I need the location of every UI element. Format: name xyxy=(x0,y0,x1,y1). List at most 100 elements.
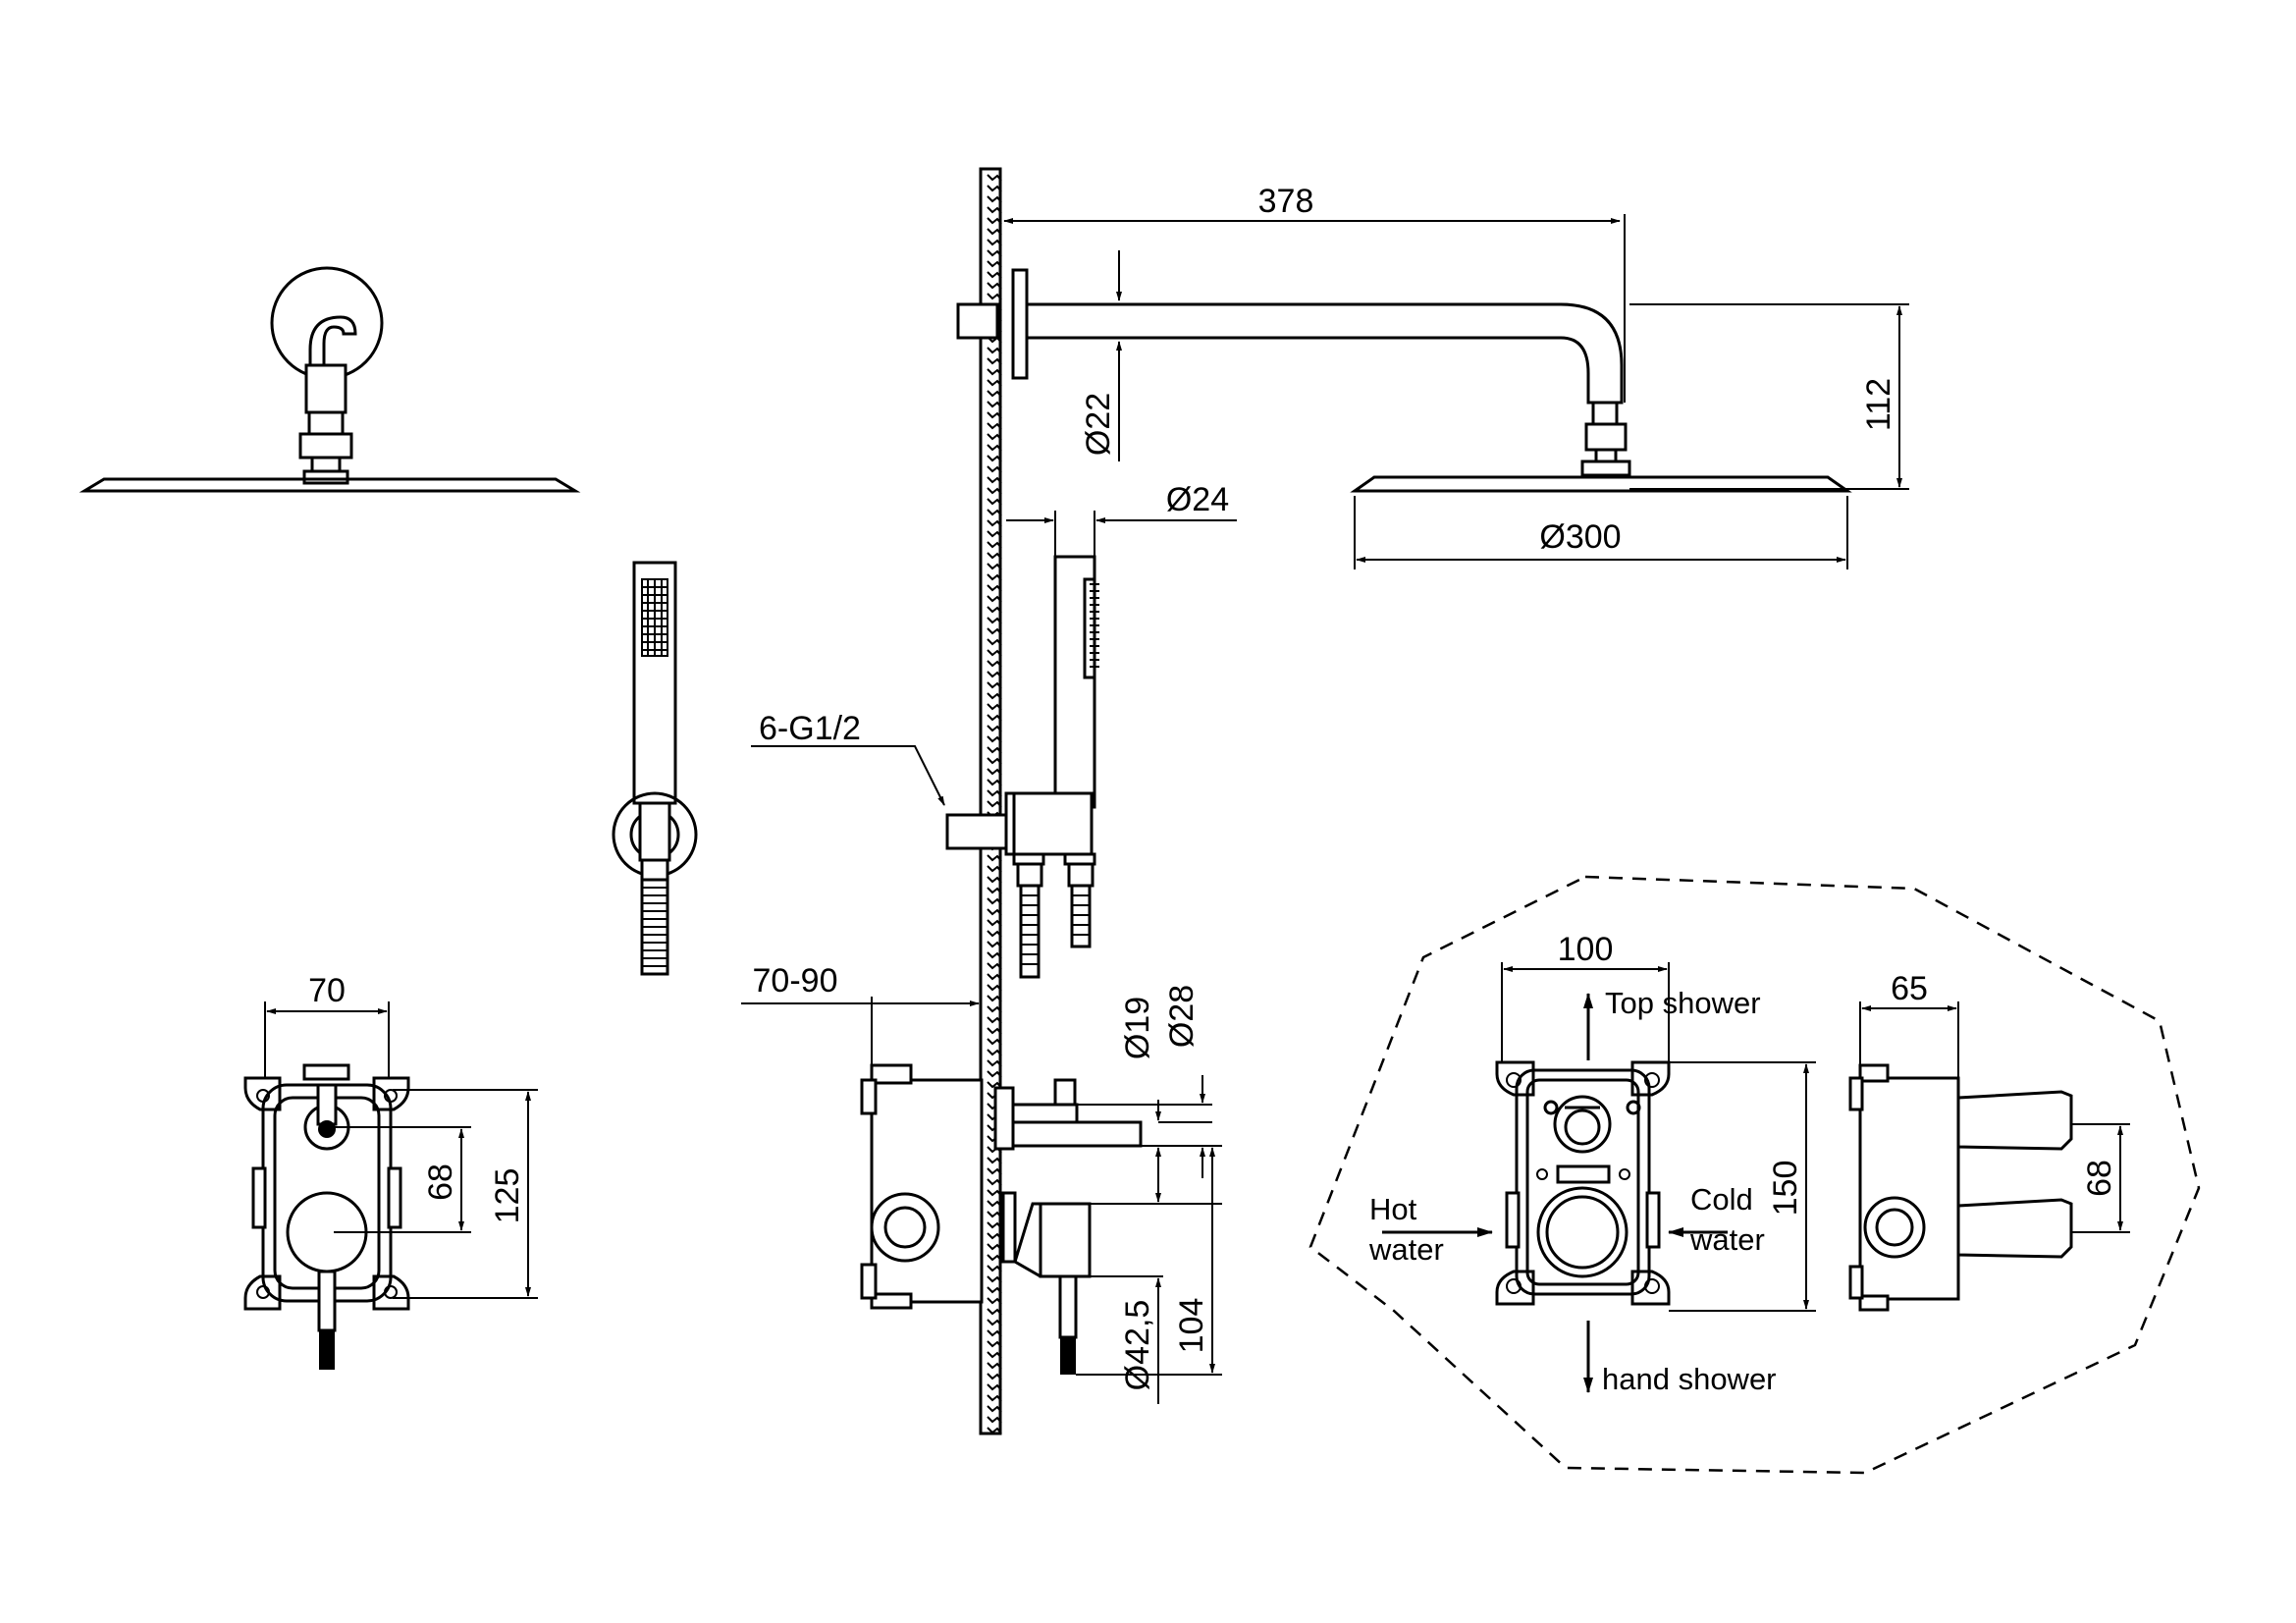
wall-hatch-mark xyxy=(987,249,1002,257)
wall-hatch-mark xyxy=(987,1297,1002,1305)
wall-hatch-mark xyxy=(987,1373,1002,1380)
wall-hatch-mark xyxy=(987,660,1002,668)
wall-hatch-mark xyxy=(987,1005,1002,1013)
wall-hatch-mark xyxy=(987,897,1002,905)
wall-hatch-mark xyxy=(987,1427,1002,1434)
wall-hatch-mark xyxy=(987,1016,1002,1024)
wall-hatch-mark xyxy=(987,800,1002,808)
wall-hatch-mark xyxy=(987,617,1002,624)
wall-hatch-mark xyxy=(987,455,1002,462)
wall-hatch-mark xyxy=(987,757,1002,765)
wall-hatch-mark xyxy=(987,347,1002,354)
wall-section xyxy=(979,167,1002,1435)
wall-hatch-mark xyxy=(987,422,1002,430)
wall-hatch-mark xyxy=(987,1178,1002,1186)
wall-hatch-mark xyxy=(987,865,1002,873)
dim-378: 378 xyxy=(1258,183,1314,220)
wall-hatch-mark xyxy=(987,1308,1002,1316)
wall-hatch-mark xyxy=(987,1275,1002,1283)
wall-hatch-mark xyxy=(987,444,1002,452)
wall-hatch-mark xyxy=(987,271,1002,279)
wall-hatch-mark xyxy=(987,1405,1002,1413)
wall-hatch-mark xyxy=(987,541,1002,549)
dimension-labels: 378 112 Ø22 Ø24 Ø300 6-G1/2 70-90 Ø19 Ø2… xyxy=(308,183,2118,1390)
wall-hatch-mark xyxy=(987,1200,1002,1208)
dim-holder-diameter: Ø24 xyxy=(1166,481,1229,518)
wall-hatch-mark xyxy=(987,649,1002,657)
dim-box-height-front: 125 xyxy=(489,1168,526,1224)
wall-hatch-mark xyxy=(987,433,1002,441)
wall-hatch-mark xyxy=(987,714,1002,722)
detail-region xyxy=(1308,875,2201,1475)
wall-hatch-mark xyxy=(987,789,1002,797)
wall-hatch-mark xyxy=(987,962,1002,970)
dim-spout-inner: Ø19 xyxy=(1119,997,1156,1059)
dimension-lines xyxy=(264,214,2130,1404)
wall-hatch-mark xyxy=(987,1416,1002,1424)
label-cold-line2: water xyxy=(1689,1222,1765,1257)
wall-hatch-mark xyxy=(987,1189,1002,1197)
wall-hatch-mark xyxy=(987,703,1002,711)
wall-hatch-mark xyxy=(987,1351,1002,1359)
dim-thread: 6-G1/2 xyxy=(759,710,861,747)
wall-hatch-mark xyxy=(987,1038,1002,1046)
wall-hatch-mark xyxy=(987,519,1002,527)
mixer-side-view xyxy=(860,1063,1143,1375)
valve-body-side-detail xyxy=(1848,1063,2073,1312)
wall-hatch-mark xyxy=(987,530,1002,538)
dim-arm-diameter: Ø22 xyxy=(1080,393,1117,456)
wall-hatch-mark xyxy=(987,746,1002,754)
wall-hatch-mark xyxy=(987,368,1002,376)
wall-hatch-mark xyxy=(987,217,1002,225)
wall-hatch-mark xyxy=(987,1243,1002,1251)
shower-arm-side-view xyxy=(956,268,1852,493)
wall-hatch-mark xyxy=(987,1211,1002,1218)
wall-hatch-mark xyxy=(987,487,1002,495)
dim-lever-offset: 68 xyxy=(422,1163,459,1201)
dim-box-height-detail: 150 xyxy=(1767,1161,1804,1217)
wall-hatch-mark xyxy=(987,692,1002,700)
handset-holder-side-view xyxy=(945,555,1099,979)
valve-body-front-detail xyxy=(1495,1060,1671,1306)
label-hot-line2: water xyxy=(1368,1232,1444,1267)
wall-hatch-mark xyxy=(987,260,1002,268)
flow-labels: Top shower Hot water Cold water hand sho… xyxy=(1368,986,1777,1396)
wall-hatch-mark xyxy=(987,379,1002,387)
wall-hatch-mark xyxy=(987,552,1002,560)
wall-hatch-mark xyxy=(987,357,1002,365)
wall-hatch-mark xyxy=(987,239,1002,246)
wall-hatch-mark xyxy=(987,390,1002,398)
wall-hatch-mark xyxy=(987,228,1002,236)
wall-hatch-mark xyxy=(987,671,1002,678)
wall-hatch-mark xyxy=(987,573,1002,581)
wall-hatch-mark xyxy=(987,282,1002,290)
dim-box-depth-side: 65 xyxy=(1891,970,1928,1007)
wall-hatch-mark xyxy=(987,1059,1002,1067)
label-cold-line1: Cold xyxy=(1690,1182,1753,1217)
wall-hatch-mark xyxy=(987,908,1002,916)
wall-hatch-mark xyxy=(987,725,1002,732)
wall-hatch-mark xyxy=(987,1081,1002,1089)
wall-hatch-mark xyxy=(987,595,1002,603)
wall-hatch-mark xyxy=(987,1157,1002,1164)
wall-hatch-mark xyxy=(987,941,1002,948)
wall-hatch-mark xyxy=(987,887,1002,894)
label-hot-line1: Hot xyxy=(1369,1192,1417,1226)
wall-hatch-mark xyxy=(987,638,1002,646)
dim-trim-height: 104 xyxy=(1173,1298,1210,1354)
wall-hatch-mark xyxy=(987,995,1002,1002)
wall-hatch-mark xyxy=(987,411,1002,419)
wall-hatch-mark xyxy=(987,973,1002,981)
wall-hatch-mark xyxy=(987,919,1002,927)
wall-hatch-mark xyxy=(987,1319,1002,1326)
wall-hatch-mark xyxy=(987,195,1002,203)
dim-wall-depth: 70-90 xyxy=(753,962,838,1000)
wall-hatch-mark xyxy=(987,1027,1002,1035)
label-hand-shower: hand shower xyxy=(1602,1362,1777,1396)
wall-hatch-mark xyxy=(987,1221,1002,1229)
label-top-shower: Top shower xyxy=(1605,986,1761,1020)
wall-hatch-mark xyxy=(987,293,1002,300)
wall-hatch-mark xyxy=(987,779,1002,786)
wall-hatch-mark xyxy=(987,1394,1002,1402)
